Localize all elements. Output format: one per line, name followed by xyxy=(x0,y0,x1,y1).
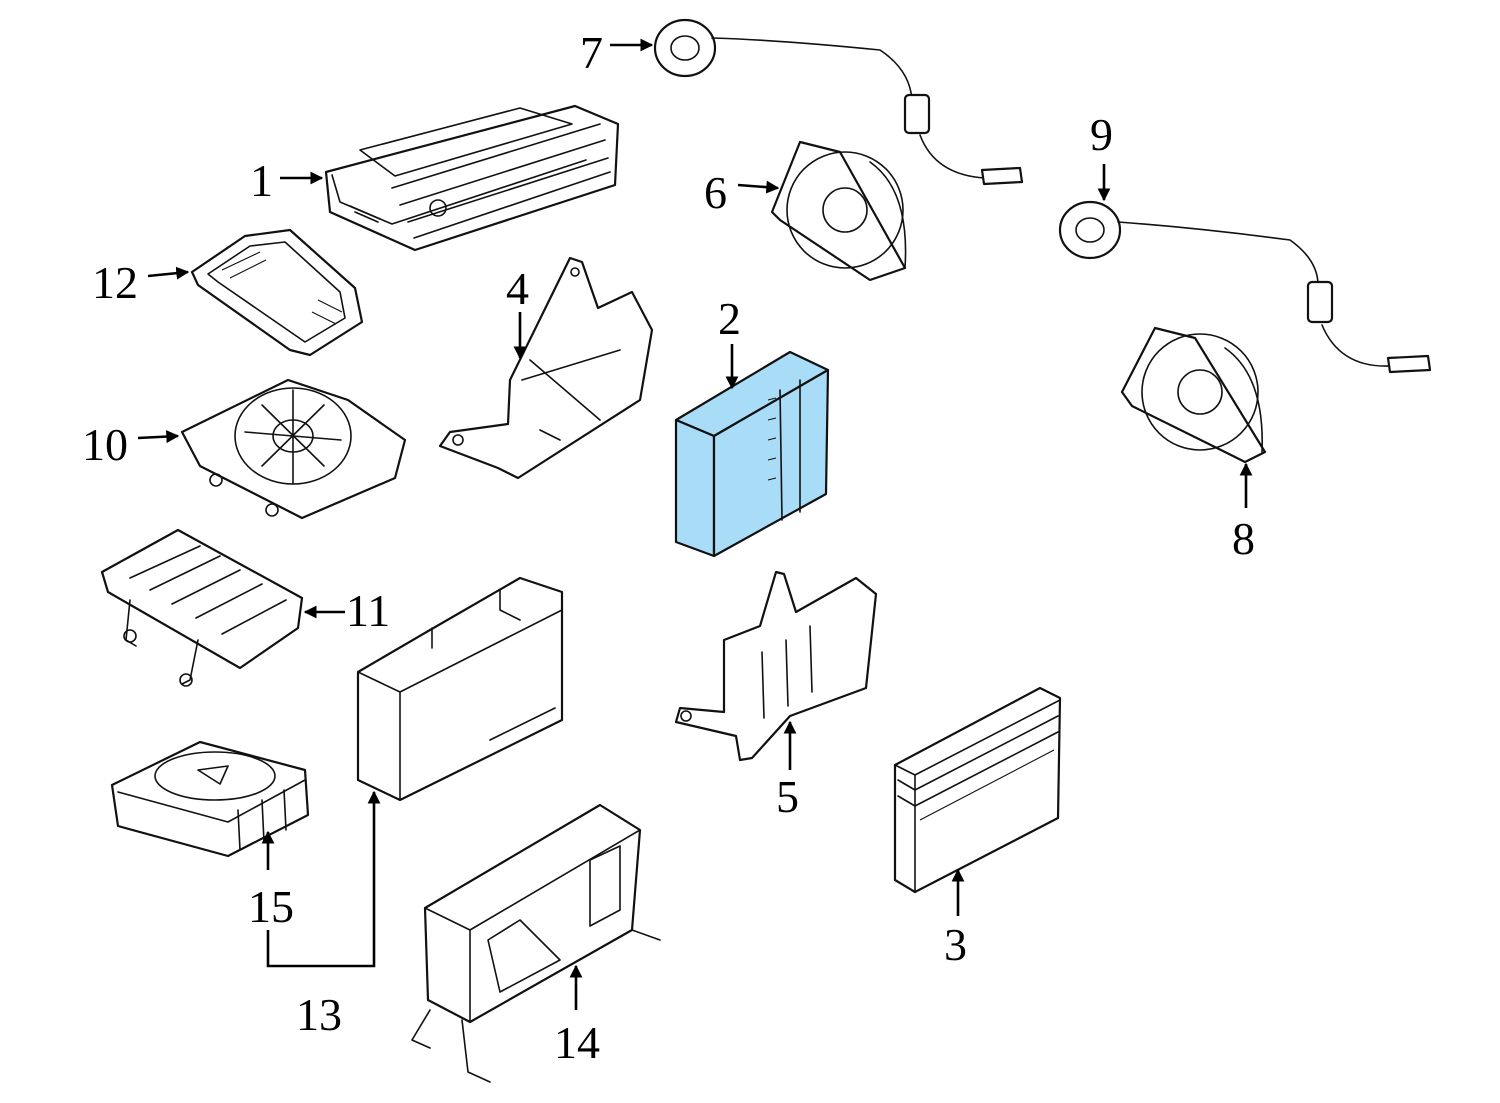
callout-11: 11 xyxy=(346,585,390,636)
part-10-subwoofer[interactable] xyxy=(180,378,407,520)
part-11-tray-bracket[interactable] xyxy=(100,528,304,687)
callout-2: 2 xyxy=(718,293,741,344)
callout-7: 7 xyxy=(580,27,603,78)
part-12-cover-plate[interactable] xyxy=(190,228,364,357)
arrow-6 xyxy=(737,180,780,194)
part-14-mounting-cage[interactable] xyxy=(411,803,661,1083)
part-6-speaker[interactable] xyxy=(770,140,907,282)
callout-12: 12 xyxy=(92,257,138,308)
part-8-speaker[interactable] xyxy=(1120,326,1267,464)
arrow-13 xyxy=(266,790,381,968)
callout-1: 1 xyxy=(250,155,273,206)
callout-labels: 1 12 10 11 15 13 14 4 2 5 3 6 7 9 8 xyxy=(82,27,1255,1068)
part-4-bracket[interactable] xyxy=(438,256,654,480)
part-9-tweeter[interactable] xyxy=(1058,200,1432,374)
callout-15: 15 xyxy=(248,881,294,932)
callout-13: 13 xyxy=(296,989,342,1040)
arrow-12 xyxy=(147,266,190,280)
callout-14: 14 xyxy=(554,1017,600,1068)
part-2-amplifier-highlighted[interactable] xyxy=(674,350,830,558)
arrow-10 xyxy=(137,430,180,444)
part-15-cd-changer[interactable] xyxy=(110,740,310,858)
callout-3: 3 xyxy=(944,919,967,970)
callout-10: 10 xyxy=(82,419,128,470)
callout-9: 9 xyxy=(1090,109,1113,160)
part-13-control-module[interactable] xyxy=(356,576,564,802)
callout-4: 4 xyxy=(506,263,529,314)
part-1-radio-unit[interactable] xyxy=(324,104,620,252)
part-5-bracket[interactable] xyxy=(674,570,878,762)
part-7-tweeter[interactable] xyxy=(653,18,1024,186)
callout-6: 6 xyxy=(704,167,727,218)
callout-5: 5 xyxy=(776,771,799,822)
callout-arrows xyxy=(137,38,1253,1010)
callout-8: 8 xyxy=(1232,513,1255,564)
part-3-module-stack[interactable] xyxy=(893,686,1062,894)
